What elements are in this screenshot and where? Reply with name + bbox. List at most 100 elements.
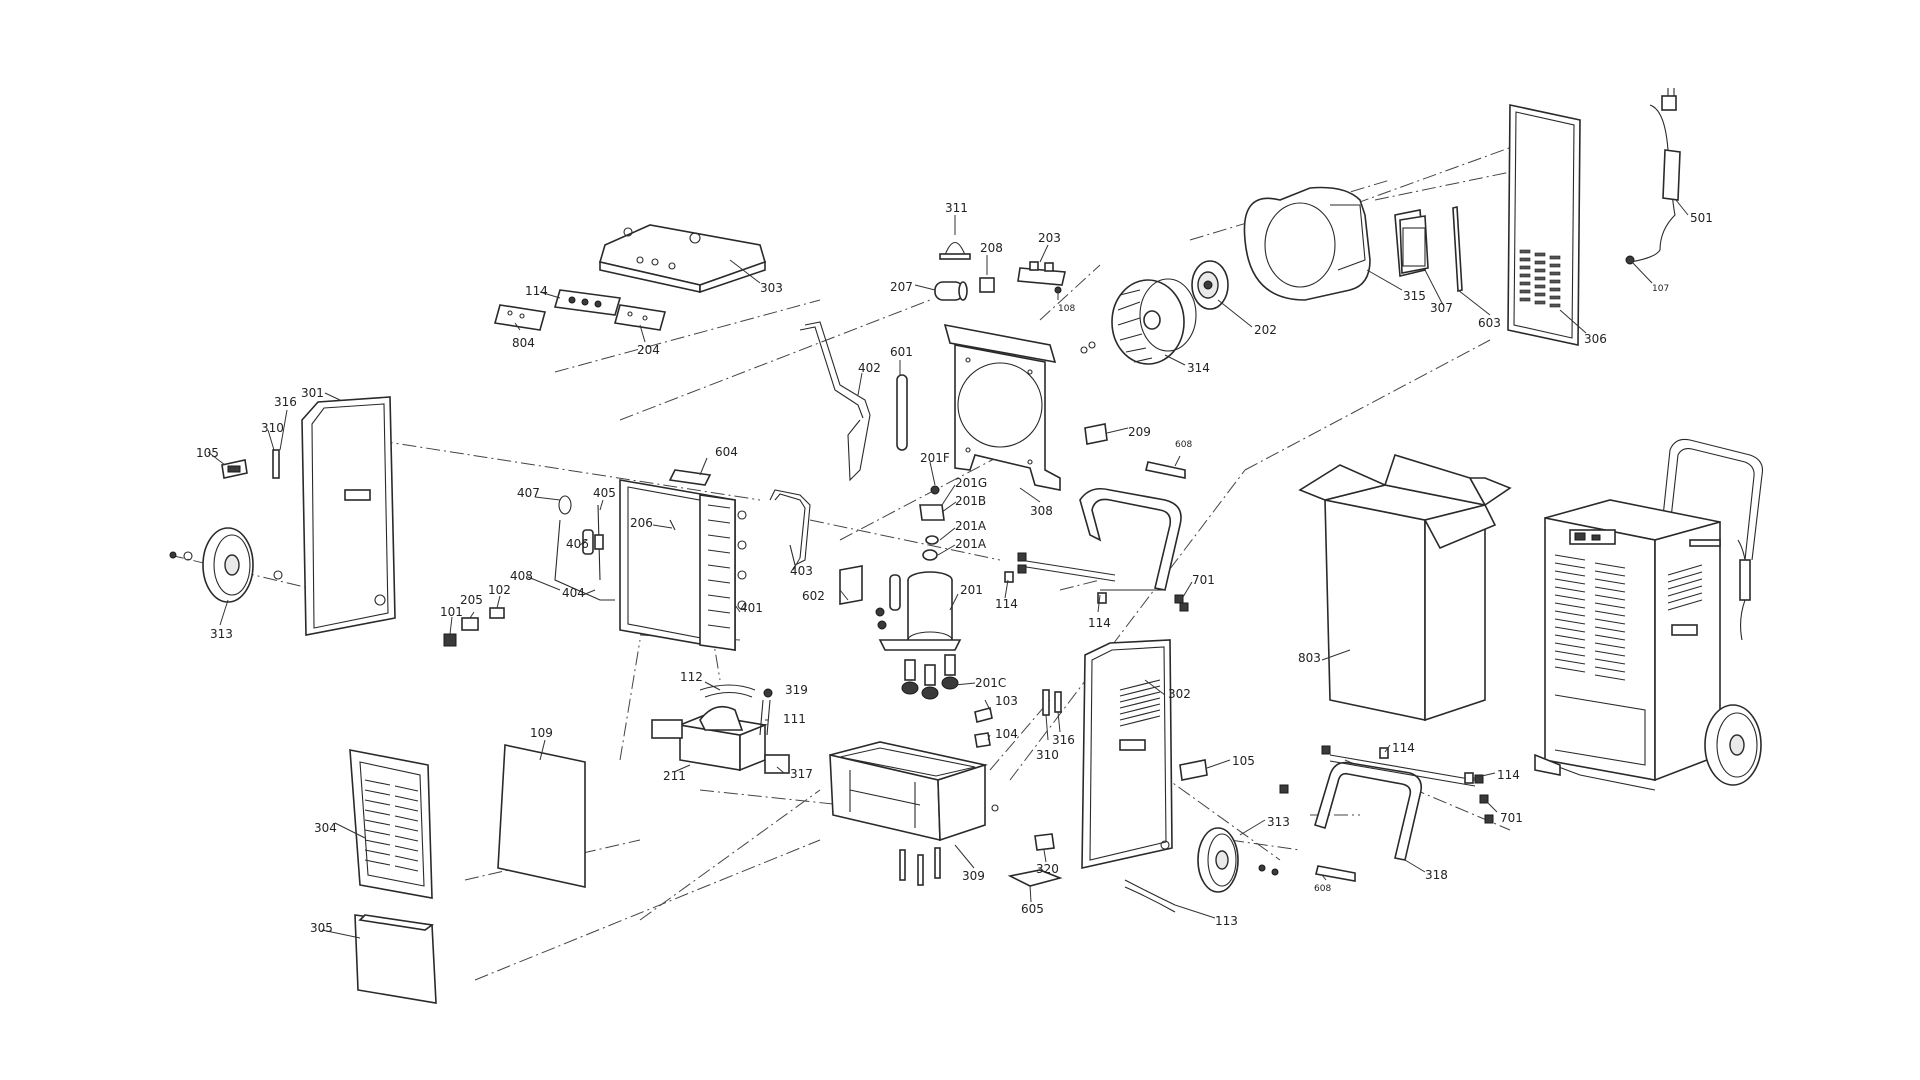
handle-105-right: [1179, 759, 1208, 781]
label-601: 601: [890, 345, 913, 359]
compressor-feet-201C: [901, 654, 959, 700]
label-320: 320: [1036, 862, 1059, 876]
bracket-104: [974, 732, 991, 748]
label-201A-2: 201A: [955, 537, 987, 551]
label-201G: 201G: [955, 476, 987, 490]
terminal-block-203: [1017, 261, 1066, 286]
front-panel-louvers: [1119, 679, 1161, 727]
label-316-right: 316: [1052, 733, 1075, 747]
side-panel-301: [301, 396, 396, 636]
rear-panel-306: [1507, 104, 1581, 346]
insulation-pad-602: [839, 565, 863, 605]
label-103: 103: [995, 694, 1018, 708]
front-grille-304: [349, 749, 433, 899]
label-804: 804: [512, 336, 535, 350]
wheel-313-right: [1160, 827, 1279, 893]
label-114-top: 114: [525, 284, 548, 298]
label-203: 203: [1038, 231, 1061, 245]
label-701-top: 701: [1192, 573, 1215, 587]
label-310-left: 310: [261, 421, 284, 435]
wheel-313-left: [169, 527, 283, 603]
handle-105-left: [221, 459, 248, 479]
pad-605: [1007, 869, 1063, 887]
spacer-114-top: [1004, 571, 1107, 604]
grille-louvers-304: [364, 779, 419, 872]
compressor-201: [875, 571, 962, 651]
bracket-310-right: [1042, 689, 1050, 716]
label-319: 319: [785, 683, 808, 697]
pipe-408: [554, 519, 615, 601]
label-316-left: 316: [274, 395, 297, 409]
rear-panel-louvers: [1519, 249, 1561, 308]
label-209: 209: [1128, 425, 1151, 439]
capacitor-207: [934, 281, 968, 301]
label-307: 307: [1430, 301, 1453, 315]
label-102: 102: [488, 583, 511, 597]
blower-housing-315: [1243, 186, 1371, 301]
handle-tube-608-top: [1145, 461, 1186, 479]
bracket-316-right: [1054, 691, 1062, 713]
label-304: 304: [314, 821, 337, 835]
label-303: 303: [760, 281, 783, 295]
fan-bracket-308: [943, 323, 1061, 491]
label-114-mid: 114: [995, 597, 1018, 611]
label-309: 309: [962, 869, 985, 883]
heater-tube-601: [896, 374, 908, 451]
label-310-right: 310: [1036, 748, 1059, 762]
label-408: 408: [510, 569, 533, 583]
label-204: 204: [637, 343, 660, 357]
bolts-701-top: [1017, 552, 1189, 612]
label-113: 113: [1215, 914, 1238, 928]
bracket-310-left: [272, 449, 280, 479]
filter-panel-109: [497, 744, 586, 888]
label-302: 302: [1168, 687, 1191, 701]
label-104: 104: [995, 727, 1018, 741]
label-208: 208: [980, 241, 1003, 255]
label-803: 803: [1298, 651, 1321, 665]
insulation-604: [668, 469, 712, 486]
label-211: 211: [663, 769, 686, 783]
label-114-bottom-a: 114: [1392, 741, 1415, 755]
label-701-bottom: 701: [1500, 811, 1523, 825]
label-403: 403: [790, 564, 813, 578]
bolts-701-bottom: [1279, 745, 1494, 824]
assembled-dehumidifier-icon: [1534, 438, 1764, 791]
evaporator-coil-401: [619, 479, 747, 651]
top-cover-303: [598, 224, 766, 294]
fan-wheel-314: [1080, 278, 1197, 365]
label-108: 108: [1058, 304, 1075, 314]
label-105-left: 105: [196, 446, 219, 460]
label-301: 301: [301, 386, 324, 400]
relay-208: [979, 277, 995, 293]
label-404: 404: [562, 586, 585, 600]
axle-113: [1124, 879, 1176, 913]
label-201A-1: 201A: [955, 519, 987, 533]
label-205: 205: [460, 593, 483, 607]
label-101: 101: [440, 605, 463, 619]
screw-108: [1054, 286, 1062, 294]
part-number-labels: 311 208 203 207 108 303 114 804 204 315 …: [196, 201, 1713, 935]
capillary-407: [558, 495, 572, 515]
clip-311: [939, 241, 971, 260]
power-cord-501: [1629, 88, 1681, 263]
front-panel-302: [1081, 639, 1173, 870]
label-608-top: 608: [1175, 440, 1192, 450]
label-604: 604: [715, 445, 738, 459]
handle-frame-318-top: [1019, 487, 1182, 591]
pump-assembly-211: [651, 705, 768, 772]
sensor-102: [489, 607, 505, 619]
label-602: 602: [802, 589, 825, 603]
label-306: 306: [1584, 332, 1607, 346]
filter-dryer-406: [582, 529, 594, 555]
tube-111: [759, 699, 771, 736]
fan-motor-202: [1191, 260, 1229, 310]
label-109: 109: [530, 726, 553, 740]
label-201: 201: [960, 583, 983, 597]
label-405: 405: [593, 486, 616, 500]
base-frame-309: [829, 741, 999, 886]
label-603: 603: [1478, 316, 1501, 330]
label-105-right: 105: [1232, 754, 1255, 768]
label-201C: 201C: [975, 676, 1006, 690]
label-313-right: 313: [1267, 815, 1290, 829]
